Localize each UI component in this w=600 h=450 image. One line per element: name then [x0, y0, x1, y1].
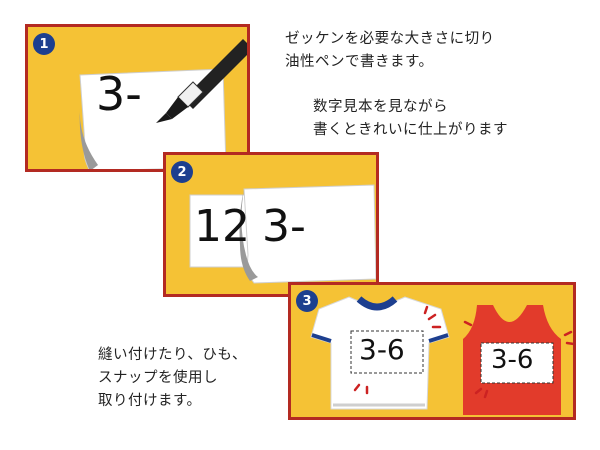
step-3-panel: 3 3-6 3-6: [288, 282, 576, 420]
written-bib-sheet: [239, 184, 376, 284]
step-1-panel: 1 3-: [25, 24, 250, 172]
instruction-cut-and-write: ゼッケンを必要な大きさに切り 油性ペンで書きます。: [285, 28, 495, 74]
step-2-badge: 2: [171, 161, 193, 183]
step-2-sheet-number: 3-: [262, 201, 306, 252]
step-1-badge: 1: [33, 33, 55, 55]
instruction-line: 縫い付けたり、ひも、: [98, 347, 247, 363]
instruction-line: 油性ペンで書きます。: [285, 54, 434, 70]
tshirt-bib-number: 3-6: [359, 333, 405, 366]
step-2-illustration: [189, 184, 376, 284]
sparkle-mark-icon: [353, 305, 573, 399]
marker-pen-icon: [156, 39, 247, 123]
instruction-line: 数字見本を見ながら: [313, 99, 448, 115]
instruction-sample-tip: 数字見本を見ながら 書くときれいに仕上がります: [313, 96, 508, 142]
instruction-line: 書くときれいに仕上がります: [313, 122, 508, 138]
step-1-illustration: [79, 39, 247, 169]
instruction-line: スナップを使用し: [98, 370, 218, 386]
step-1-sheet-number: 3-: [96, 67, 142, 121]
tank-top-icon: [463, 305, 561, 415]
step-3-illustration: [310, 296, 573, 415]
instruction-line: 取り付けます。: [98, 393, 202, 409]
step-2-sample-number: 12: [194, 201, 250, 252]
step-3-badge: 3: [296, 290, 318, 312]
instruction-attach: 縫い付けたり、ひも、 スナップを使用し 取り付けます。: [98, 344, 247, 413]
step-2-panel: 2 12 3-: [163, 152, 379, 297]
instruction-line: ゼッケンを必要な大きさに切り: [285, 31, 495, 47]
tank-bib-number: 3-6: [491, 345, 534, 375]
tshirt-icon: [310, 296, 450, 410]
